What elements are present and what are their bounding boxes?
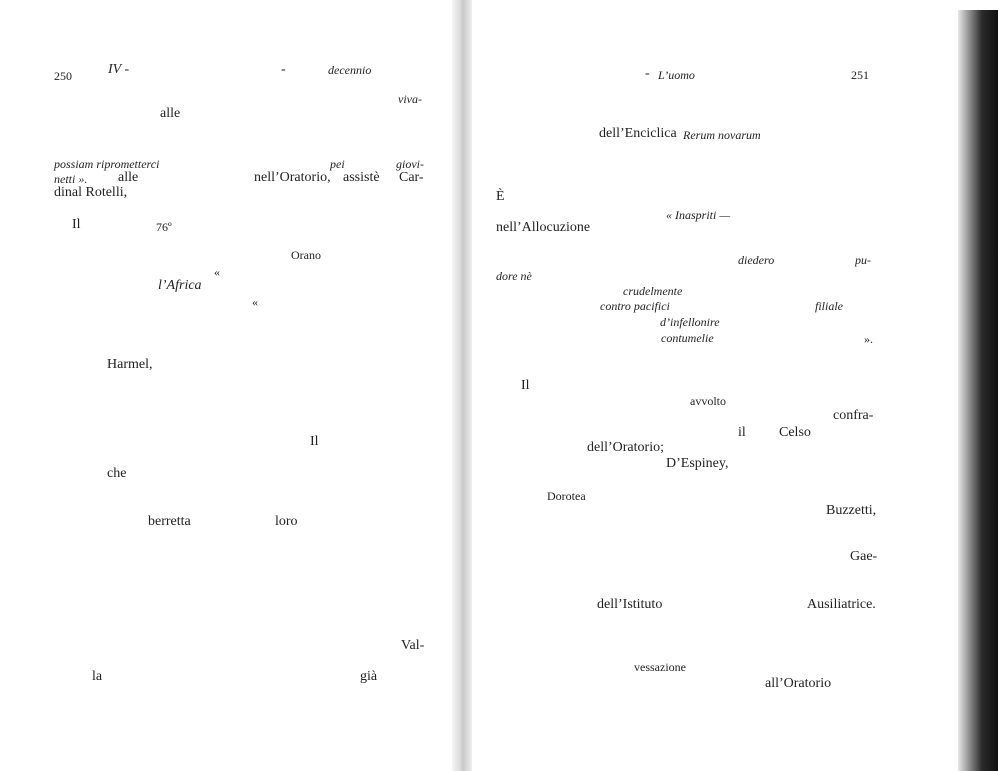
text-fragment: nell’Oratorio, [254,170,331,185]
text-fragment: Car- [399,170,424,185]
text-fragment: dore nè [496,269,532,283]
text-fragment: Celso [779,425,811,440]
text-fragment: Il [72,217,81,232]
running-head-word: decennio [328,63,372,77]
text-fragment: alle [160,106,181,121]
running-head-word: L’uomo [658,68,695,82]
text-fragment: 76º [156,220,172,234]
text-fragment: È [496,189,505,204]
text-fragment: contro pacifici [600,299,670,313]
text-fragment: filiale [815,299,843,313]
text-fragment: diedero [738,253,775,267]
book-page-edge [958,10,998,771]
text-fragment: assistè [343,170,380,185]
running-head-dash: - [645,66,650,81]
text-fragment: ». [864,332,873,346]
text-fragment: Buzzetti, [826,503,877,518]
text-fragment: Rerum novarum [683,128,761,142]
page-number: 251 [851,68,869,82]
text-fragment: « [252,295,258,309]
text-fragment: pu- [855,253,871,267]
text-fragment: l’Africa [158,278,202,293]
text-fragment: Il [310,434,319,449]
text-fragment: all’Oratorio [765,676,832,691]
text-fragment: Harmel, [107,357,153,372]
text-fragment: « Inaspriti — [666,208,731,222]
text-fragment: alle [118,170,139,185]
running-head-dash: - [281,62,286,77]
text-fragment: il [738,425,746,440]
text-fragment: vessazione [634,660,686,674]
text-fragment: che [107,466,127,481]
text-fragment: Val- [401,638,425,653]
text-fragment: pei [330,157,345,171]
text-fragment: dell’Enciclica [599,126,677,141]
text-fragment: giovi- [396,157,424,171]
text-fragment: dell’Istituto [597,597,663,612]
text-fragment: D’Espiney, [666,456,729,471]
text-fragment: la [92,669,103,684]
text-fragment: Ausiliatrice. [807,597,876,612]
text-fragment: dinal Rotelli, [54,185,128,200]
text-fragment: nell’Allocuzione [496,220,591,235]
text-fragment: confra- [833,408,874,423]
text-fragment: già [360,669,378,684]
text-fragment: Gae- [850,549,878,564]
text-fragment: Il [521,378,530,393]
book-gutter [452,0,472,771]
text-fragment: berretta [148,514,191,529]
text-fragment: d’infellonire [660,315,720,329]
text-fragment: Dorotea [547,489,586,503]
right-page: - L’uomo 251 dell’Enciclica Rerum novaru… [470,0,998,771]
text-fragment: dell’Oratorio; [587,440,664,455]
text-fragment: contumelie [661,331,714,345]
left-page: 250 IV - - decennio viva- alle possiam r… [0,0,456,771]
text-fragment: avvolto [690,394,726,408]
text-fragment: loro [275,514,298,529]
text-fragment: Orano [291,248,321,262]
text-fragment: possiam riprometterci [54,157,160,171]
text-fragment: netti ». [54,172,88,186]
page-number: 250 [54,69,72,83]
text-fragment: crudelmente [623,284,683,298]
text-fragment: viva- [398,92,422,106]
text-fragment: « [214,265,220,279]
running-head-chapter: IV - [108,62,130,77]
